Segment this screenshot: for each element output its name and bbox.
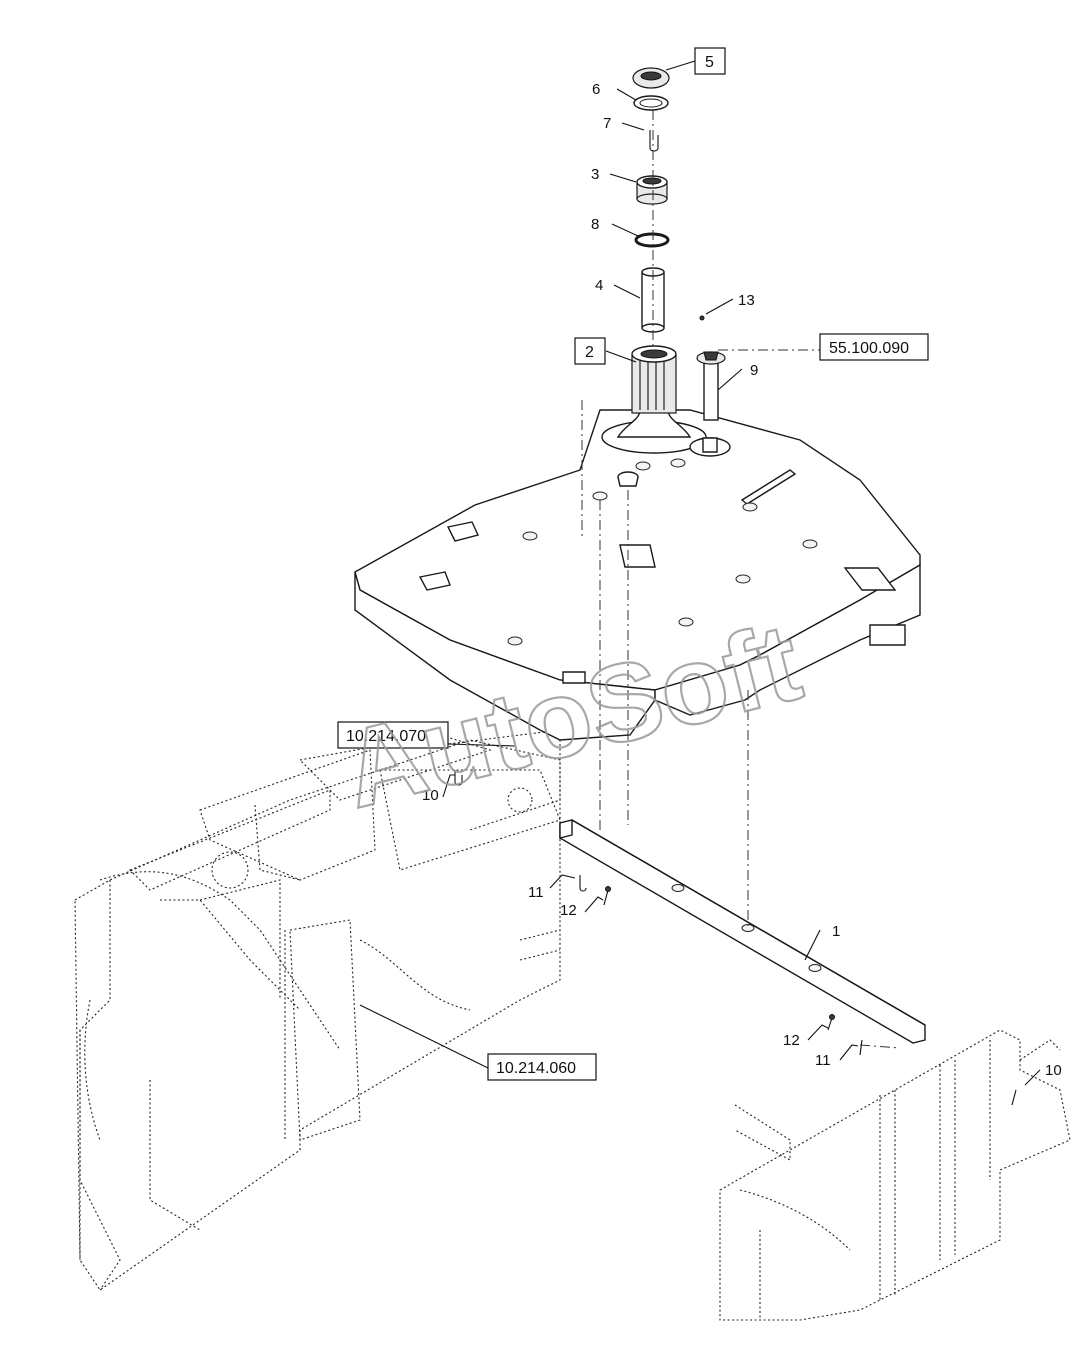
callout-2: 2 (585, 344, 594, 361)
hydraulic-tank (354, 409, 921, 741)
callout-10-right: 10 (1045, 1062, 1062, 1079)
callout-11-left: 11 (528, 884, 544, 901)
callout-12-left: 12 (560, 902, 577, 919)
callout-8: 8 (591, 216, 599, 233)
reference-10-214-060-label: 10.214.060 (496, 1060, 576, 1077)
cross-member-bar (559, 819, 926, 1044)
callout-11-right: 11 (815, 1052, 831, 1069)
callout-9: 9 (750, 362, 758, 379)
callout-2-box (574, 337, 606, 365)
callout-10-left: 10 (422, 787, 439, 804)
callout-leaders (359, 60, 1041, 1086)
callout-3: 3 (591, 166, 599, 183)
callout-13: 13 (738, 292, 755, 309)
reference-55-100-090[interactable]: 55.100.090 (819, 333, 929, 361)
filler-neck (601, 345, 707, 454)
callout-5: 5 (705, 54, 714, 71)
callout-4: 4 (595, 277, 603, 294)
callout-1: 1 (832, 923, 840, 940)
callout-5-box (694, 47, 726, 75)
stack-parts (632, 67, 705, 333)
reference-55-100-090-label: 55.100.090 (829, 340, 909, 357)
ghosted-frame-right (719, 1029, 1071, 1321)
alignment-lines (581, 110, 901, 1049)
level-sender (689, 351, 731, 457)
callout-6: 6 (592, 81, 600, 98)
callout-12-right: 12 (783, 1032, 800, 1049)
reference-10-214-070-label: 10.214.070 (346, 728, 426, 745)
small-hardware (454, 770, 1017, 1106)
reference-10-214-060[interactable]: 10.214.060 (487, 1053, 597, 1081)
callout-7: 7 (603, 115, 611, 132)
reference-10-214-070[interactable]: 10.214.070 (337, 721, 449, 749)
ghosted-frame-left (74, 729, 561, 1291)
